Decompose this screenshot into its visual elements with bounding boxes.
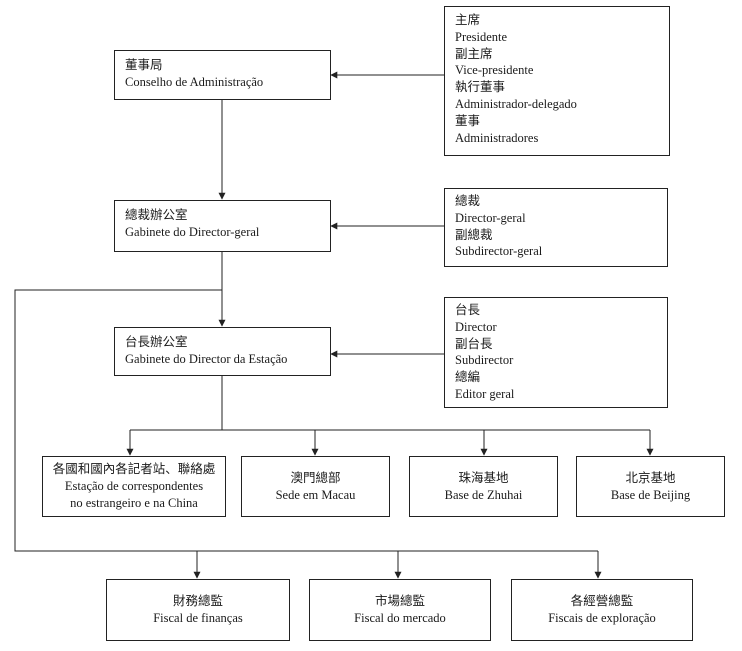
member-station-director-zh: 台長 bbox=[455, 303, 481, 317]
fiscal-financas-pt: Fiscal de finanças bbox=[153, 611, 243, 625]
macau-name-pt: Sede em Macau bbox=[275, 487, 356, 502]
member-vice-chairman-zh: 副主席 bbox=[455, 46, 493, 61]
member-director-geral-pt: Director-geral bbox=[455, 210, 526, 225]
member-station-subdirector-zh: 副台長 bbox=[455, 336, 493, 351]
board-members-box: 主席 Presidente 副主席 Vice-presidente 執行董事 A… bbox=[444, 6, 670, 156]
member-subdirector-geral-zh: 副總裁 bbox=[455, 227, 493, 242]
macau-name-zh: 澳門總部 bbox=[290, 470, 341, 485]
member-chief-editor-pt: Editor geral bbox=[455, 386, 515, 401]
fiscal-mercado-zh: 市場總監 bbox=[374, 594, 425, 609]
member-directors-zh: 董事 bbox=[455, 113, 481, 128]
correspondents-name-pt-2: no estrangeiro e na China bbox=[70, 495, 198, 510]
board-box: 董事局 Conselho de Administração bbox=[114, 50, 331, 100]
board-name-zh: 董事局 bbox=[125, 58, 163, 72]
correspondents-name-pt-1: Estação de correspondentes bbox=[64, 479, 204, 494]
station-correspondents-box: 各國和國內各記者站、聯絡處 Estação de correspondentes… bbox=[42, 456, 226, 517]
correspondents-name-zh: 各國和國內各記者站、聯絡處 bbox=[52, 462, 216, 477]
gabinete-dg-name-zh: 總裁辦公室 bbox=[125, 208, 188, 222]
gabinete-dg-name-pt: Gabinete do Director-geral bbox=[125, 224, 260, 239]
member-director-geral-zh: 總裁 bbox=[455, 194, 481, 208]
member-subdirector-geral-pt: Subdirector-geral bbox=[455, 244, 543, 259]
fiscal-mercado-pt: Fiscal do mercado bbox=[354, 611, 446, 625]
board-name-pt: Conselho de Administração bbox=[125, 74, 264, 89]
beijing-name-zh: 北京基地 bbox=[625, 470, 676, 485]
member-vice-chairman-pt: Vice-presidente bbox=[455, 63, 534, 78]
member-station-subdirector-pt: Subdirector bbox=[455, 353, 514, 368]
fiscal-exploracao-box: 各經營總監 Fiscais de exploração bbox=[511, 579, 693, 641]
station-macau-box: 澳門總部 Sede em Macau bbox=[241, 456, 390, 517]
member-station-director-pt: Director bbox=[455, 319, 497, 334]
member-executive-director-zh: 執行董事 bbox=[455, 80, 506, 95]
zhuhai-name-pt: Base de Zhuhai bbox=[444, 487, 523, 502]
gabinete-estacao-name-pt: Gabinete do Director da Estação bbox=[125, 351, 288, 366]
station-beijing-box: 北京基地 Base de Beijing bbox=[576, 456, 725, 517]
station-zhuhai-box: 珠海基地 Base de Zhuhai bbox=[409, 456, 558, 517]
member-executive-director-pt: Administrador-delegado bbox=[455, 96, 577, 111]
director-geral-members-box: 總裁 Director-geral 副總裁 Subdirector-geral bbox=[444, 188, 668, 267]
fiscal-mercado-box: 市場總監 Fiscal do mercado bbox=[309, 579, 491, 641]
gabinete-estacao-name-zh: 台長辦公室 bbox=[125, 335, 188, 349]
zhuhai-name-zh: 珠海基地 bbox=[458, 470, 509, 485]
fiscal-exploracao-zh: 各經營總監 bbox=[570, 594, 634, 609]
member-chief-editor-zh: 總編 bbox=[455, 370, 481, 385]
member-chairman-zh: 主席 bbox=[455, 13, 481, 27]
fiscal-exploracao-pt: Fiscais de exploração bbox=[548, 611, 656, 625]
station-members-box: 台長 Director 副台長 Subdirector 總編 Editor ge… bbox=[444, 297, 668, 408]
member-directors-pt: Administradores bbox=[455, 130, 539, 145]
fiscal-financas-box: 財務總監 Fiscal de finanças bbox=[106, 579, 290, 641]
beijing-name-pt: Base de Beijing bbox=[610, 487, 691, 502]
fiscal-financas-zh: 財務總監 bbox=[172, 594, 223, 609]
member-chairman-pt: Presidente bbox=[455, 29, 508, 44]
gabinete-director-geral-box: 總裁辦公室 Gabinete do Director-geral bbox=[114, 200, 331, 252]
branch-left-to-fiscals bbox=[14, 289, 598, 552]
gabinete-director-estacao-box: 台長辦公室 Gabinete do Director da Estação bbox=[114, 327, 331, 376]
